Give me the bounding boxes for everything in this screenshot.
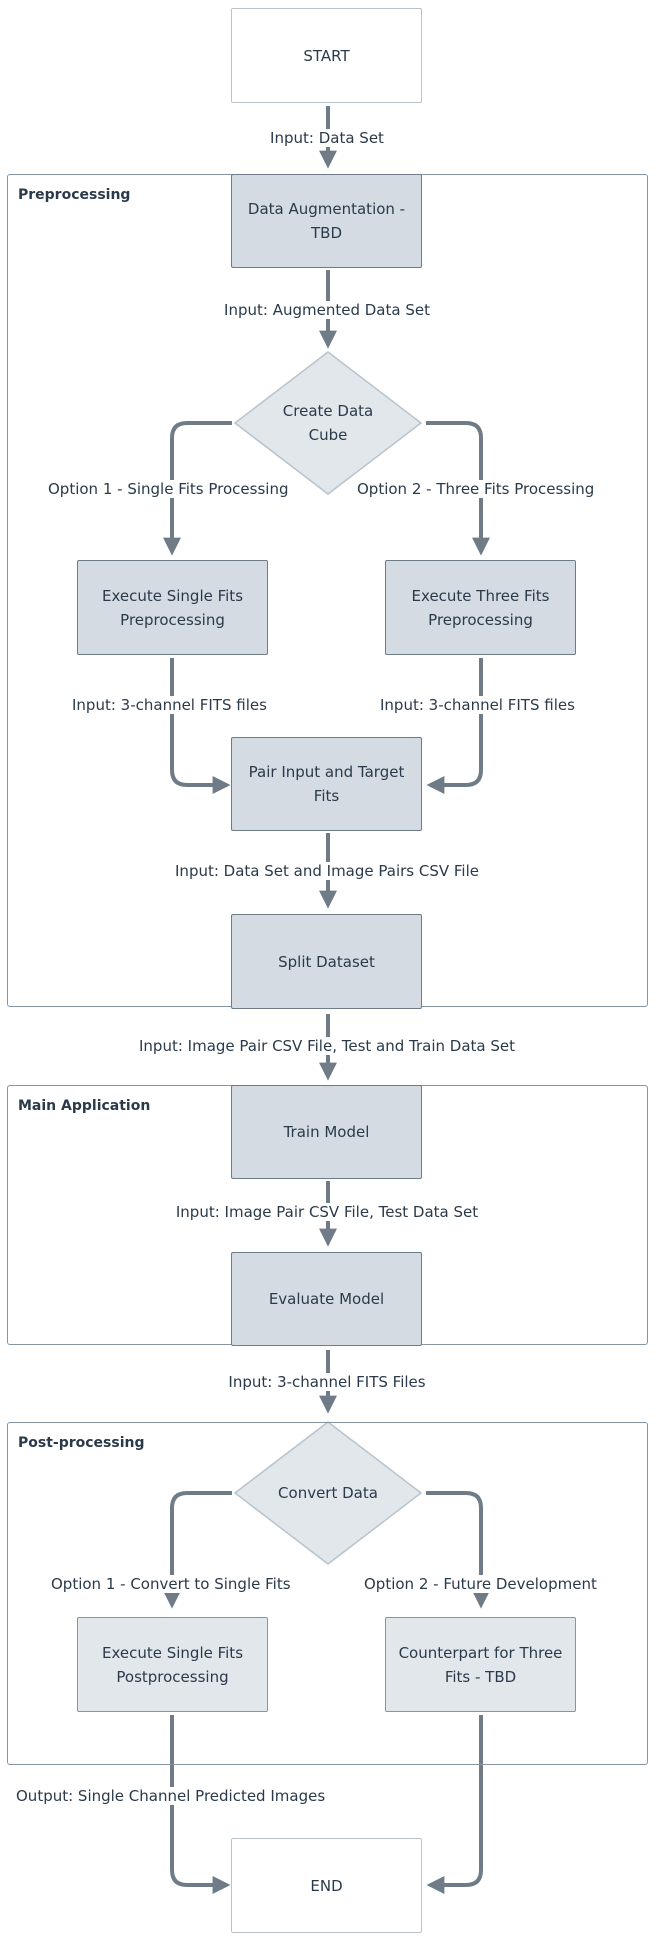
edge-label-output-single: Output: Single Channel Predicted Images [14,1787,328,1805]
edge-label-input-pairs-csv: Input: Data Set and Image Pairs CSV File [173,862,481,880]
counterpart-three-fits-node: Counterpart for Three Fits - TBD [385,1617,576,1712]
edge-cube-to-three [426,421,490,556]
create-data-cube-diamond [233,351,423,495]
edge-three-to-pair [426,658,483,794]
execute-single-fits-postprocessing-node: Execute Single Fits Postprocessing [77,1617,268,1712]
data-augmentation-node: Data Augmentation - TBD [231,174,422,268]
create-data-cube-label: Create Data Cube [282,402,374,444]
end-node: END [231,1838,422,1933]
edge-label-input-data-set: Input: Data Set [268,129,386,147]
edge-convert-to-single-post [163,1491,232,1609]
evaluate-model-node: Evaluate Model [231,1252,422,1346]
execute-single-fits-preprocessing-node: Execute Single Fits Preprocessing [77,560,268,655]
edge-cube-to-single [163,421,232,556]
edge-label-option2-future: Option 2 - Future Development [362,1575,599,1593]
pair-input-target-fits-node: Pair Input and Target Fits [231,737,422,831]
edge-label-option1-convert: Option 1 - Convert to Single Fits [49,1575,293,1593]
edge-single-post-to-end [170,1715,231,1894]
convert-data-diamond [233,1421,423,1565]
edge-single-to-pair [170,658,231,794]
edge-label-input-3ch-files: Input: 3-channel FITS Files [226,1373,428,1391]
main-application-title: Main Application [18,1098,151,1114]
preprocessing-title: Preprocessing [18,187,131,203]
edge-label-input-3ch-left: Input: 3-channel FITS files [70,696,269,714]
edge-label-option2-three: Option 2 - Three Fits Processing [355,480,597,498]
post-processing-title: Post-processing [18,1435,145,1451]
post-processing-group: Post-processing [7,1422,648,1765]
execute-three-fits-preprocessing-node: Execute Three Fits Preprocessing [385,560,576,655]
edge-label-option1-single: Option 1 - Single Fits Processing [46,480,291,498]
edge-counterpart-to-end [426,1715,483,1894]
edge-convert-to-counterpart [426,1491,490,1609]
edge-label-input-augmented: Input: Augmented Data Set [222,301,432,319]
start-node: START [231,8,422,103]
edge-label-input-3ch-right: Input: 3-channel FITS files [378,696,577,714]
split-dataset-node: Split Dataset [231,914,422,1009]
convert-data-label: Convert Data [278,1484,378,1502]
edge-label-input-test-train: Input: Image Pair CSV File, Test and Tra… [136,1037,518,1055]
edge-label-input-test: Input: Image Pair CSV File, Test Data Se… [173,1203,481,1221]
train-model-node: Train Model [231,1085,422,1179]
